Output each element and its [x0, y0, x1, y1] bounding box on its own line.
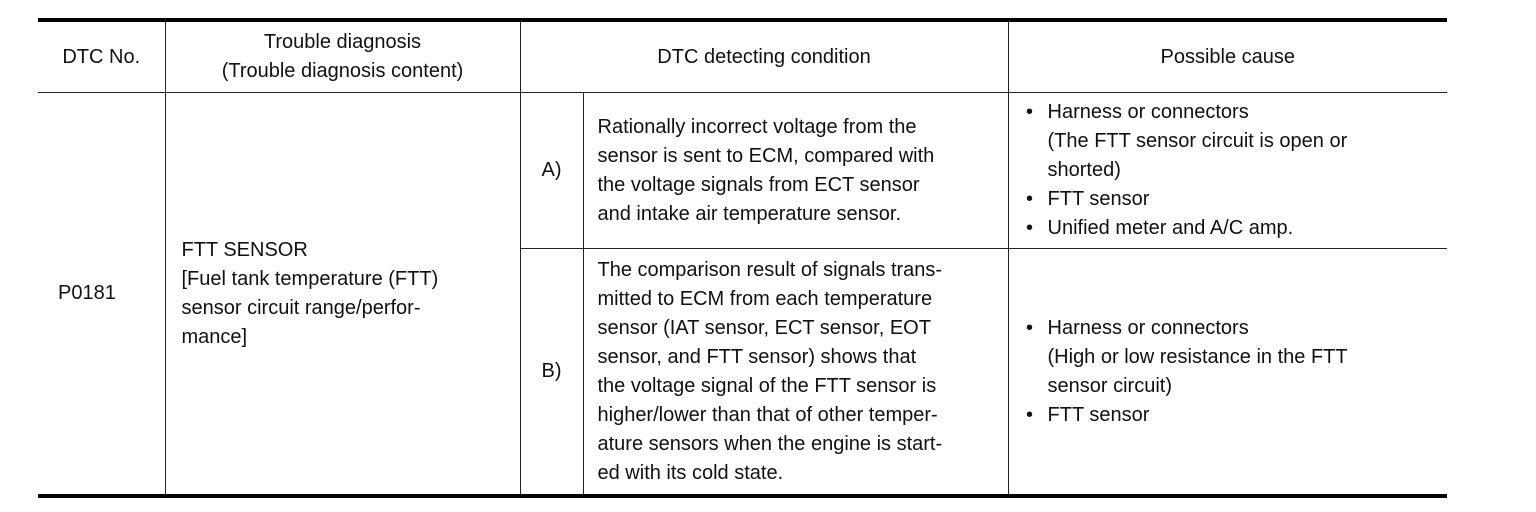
header-dtc-no: DTC No.: [38, 20, 166, 93]
diagnosis-line: [Fuel tank temperature (FTT): [181, 267, 439, 290]
header-trouble-diagnosis-line1: Trouble diagnosis: [263, 31, 422, 53]
cause-item: • FTT sensor: [1023, 401, 1442, 430]
bullet-icon: •: [1026, 316, 1034, 339]
dtc-table-container: DTC No. Trouble diagnosis (Trouble diagn…: [38, 18, 1448, 498]
diagnosis-line: FTT SENSOR: [181, 238, 308, 261]
condition-line: The comparison result of signals trans-: [597, 258, 943, 281]
dtc-number-cell: P0181: [38, 92, 166, 497]
condition-line: sensor (IAT sensor, ECT sensor, EOT: [597, 316, 931, 339]
cause-item: • Harness or connectors (High or low res…: [1023, 314, 1442, 401]
cause-item: • Harness or connectors (The FTT sensor …: [1023, 98, 1442, 185]
header-detecting-condition: DTC detecting condition: [519, 20, 1009, 93]
cause-line: Unified meter and A/C amp.: [1047, 217, 1294, 239]
condition-label-a: A): [519, 92, 584, 249]
condition-line: mitted to ECM from each temperature: [597, 287, 933, 310]
cause-list: • Harness or connectors (The FTT sensor …: [1023, 98, 1442, 243]
condition-line: Rationally incorrect voltage from the: [597, 115, 917, 138]
header-possible-cause: Possible cause: [1007, 20, 1448, 93]
condition-line: sensor, and FTT sensor) shows that: [597, 345, 917, 368]
cause-line: FTT sensor: [1047, 403, 1150, 426]
table-row: B) The comparison result of signals tran…: [38, 248, 1448, 496]
cause-line: sensor circuit): [1047, 374, 1172, 397]
cause-list: • Harness or connectors (High or low res…: [1023, 314, 1442, 430]
condition-line: the voltage signals from ECT sensor: [597, 173, 920, 196]
condition-line: ed with its cold state.: [597, 461, 784, 484]
condition-label-b: B): [520, 248, 584, 496]
condition-line: ature sensors when the engine is start-: [597, 432, 943, 455]
cause-item: • Unified meter and A/C amp.: [1023, 214, 1442, 243]
table-row: P0181 FTT SENSOR [Fuel tank temperature …: [38, 92, 1448, 497]
condition-line: sensor is sent to ECM, compared with: [597, 144, 935, 167]
header-trouble-diagnosis: Trouble diagnosis (Trouble diagnosis con…: [164, 20, 521, 93]
bullet-icon: •: [1026, 403, 1034, 426]
cause-line: (The FTT sensor circuit is open or: [1047, 130, 1348, 152]
condition-text-b: The comparison result of signals trans- …: [582, 248, 1009, 496]
condition-line: the voltage signal of the FTT sensor is: [597, 374, 937, 397]
bullet-icon: •: [1026, 101, 1034, 123]
diagnosis-line: sensor circuit range/perfor-: [181, 296, 421, 319]
cause-item: • FTT sensor: [1023, 185, 1442, 214]
diagnosis-line: mance]: [181, 325, 248, 348]
bullet-icon: •: [1026, 188, 1034, 210]
header-trouble-diagnosis-line2: (Trouble diagnosis content): [221, 60, 464, 82]
condition-text-a: Rationally incorrect voltage from the se…: [582, 92, 1009, 249]
dtc-table: DTC No. Trouble diagnosis (Trouble diagn…: [38, 18, 1448, 498]
cause-line: shorted): [1047, 159, 1121, 181]
cause-line: Harness or connectors: [1047, 101, 1249, 123]
cause-line: Harness or connectors: [1047, 316, 1249, 339]
condition-line: and intake air temperature sensor.: [597, 202, 902, 225]
possible-cause-b: • Harness or connectors (High or low res…: [1007, 248, 1448, 496]
possible-cause-a: • Harness or connectors (The FTT sensor …: [1007, 92, 1448, 249]
bullet-icon: •: [1026, 217, 1034, 239]
table-header-row: DTC No. Trouble diagnosis (Trouble diagn…: [38, 20, 1448, 93]
cause-line: (High or low resistance in the FTT: [1047, 345, 1348, 368]
trouble-diagnosis-cell: FTT SENSOR [Fuel tank temperature (FTT) …: [164, 92, 521, 497]
cause-line: FTT sensor: [1047, 188, 1150, 210]
condition-line: higher/lower than that of other temper-: [597, 403, 938, 426]
